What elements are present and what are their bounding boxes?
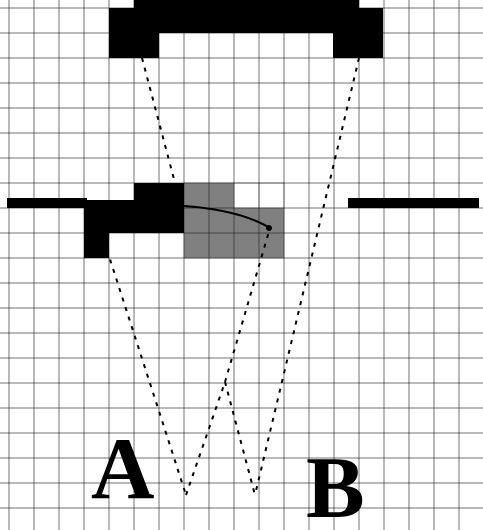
arc-endpoint — [266, 225, 272, 231]
right-rail — [348, 198, 479, 208]
dashed-paths — [106, 57, 360, 496]
middle-black-block — [84, 183, 184, 258]
middle-black-lower — [84, 200, 184, 233]
dashed-line-1 — [141, 57, 176, 184]
solid-arc — [183, 205, 271, 229]
middle-black-stub — [84, 233, 109, 258]
dashed-line-4 — [185, 381, 226, 496]
top-bar — [134, 0, 359, 33]
label-b: B — [306, 440, 365, 530]
top-left-leg — [109, 8, 159, 58]
dashed-line-5 — [224, 227, 271, 383]
left-rail — [7, 198, 87, 208]
top-right-leg — [333, 8, 383, 58]
gray-block — [184, 183, 284, 258]
dashed-line-2 — [254, 57, 360, 496]
label-a: A — [91, 421, 155, 518]
gray-upper — [184, 183, 234, 208]
dashed-line-6 — [224, 381, 256, 496]
top-bracket — [109, 0, 383, 58]
gray-lower — [184, 208, 284, 258]
dashed-line-3 — [106, 249, 187, 496]
